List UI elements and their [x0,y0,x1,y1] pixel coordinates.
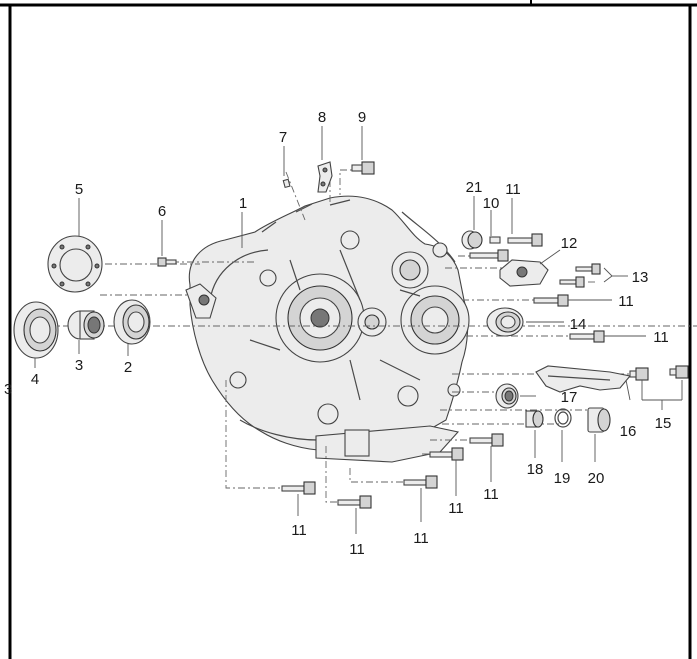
o-ring-19 [554,408,572,428]
bolts-10-11 [469,233,543,262]
callout-2: 2 [124,359,132,376]
callout-18: 18 [527,461,544,478]
callout-9: 9 [358,109,366,126]
seal-21 [461,230,483,250]
cover-12 [499,259,549,287]
bolt-11-right [533,294,605,343]
crankcase-half [185,195,470,463]
bearing-4 [13,301,59,359]
callout-17: 17 [561,389,578,406]
oil-seal-14 [486,307,524,337]
callout-14: 14 [570,316,587,333]
callout-1: 1 [239,195,247,212]
callout-11-lower-c: 11 [413,530,429,547]
callout-21: 21 [466,179,483,196]
callout-11-top: 11 [505,181,521,198]
callout-15: 15 [655,415,672,432]
chain-guide-16 [535,365,632,393]
callout-12: 12 [561,235,578,252]
callout-13: 13 [632,269,649,286]
callout-11-lower-b: 11 [448,500,464,517]
needle-bearing-3 [67,310,105,340]
drain-plug-20 [587,407,611,433]
gasket-plate-5 [47,235,103,293]
callout-19: 19 [554,470,571,487]
bolts-15 [629,365,689,381]
leader-lines [34,126,683,534]
pin-7 [282,178,291,189]
callout-6: 6 [158,203,166,220]
callout-8: 8 [318,109,326,126]
callout-5: 5 [75,181,83,198]
plug-18 [525,410,544,428]
callout-20: 20 [588,470,605,487]
callout-labels: 1 2 3 4 5 6 7 8 9 10 11 11 11 11 11 11 1… [4,109,671,558]
callout-3: 3 [75,357,83,374]
bearing-2 [113,299,151,345]
callout-4: 4 [31,371,39,388]
callout-10: 10 [483,195,500,212]
bracket-8 [317,161,333,193]
lower-bolts-11 [281,433,504,509]
callout-11-mid-right: 11 [653,329,669,346]
bolt-9 [351,161,375,175]
callout-11-lower-e: 11 [291,522,307,539]
bolt-6 [157,257,177,267]
callout-16: 16 [620,423,637,440]
edge-fragment-label: 3 [4,381,12,398]
callout-11-upper-right: 11 [618,293,634,310]
callout-11-lower-d: 11 [349,541,365,558]
seal-17 [495,383,519,409]
screws-13 [559,263,601,288]
callout-11-lower-a: 11 [483,486,499,503]
callout-7: 7 [279,129,287,146]
